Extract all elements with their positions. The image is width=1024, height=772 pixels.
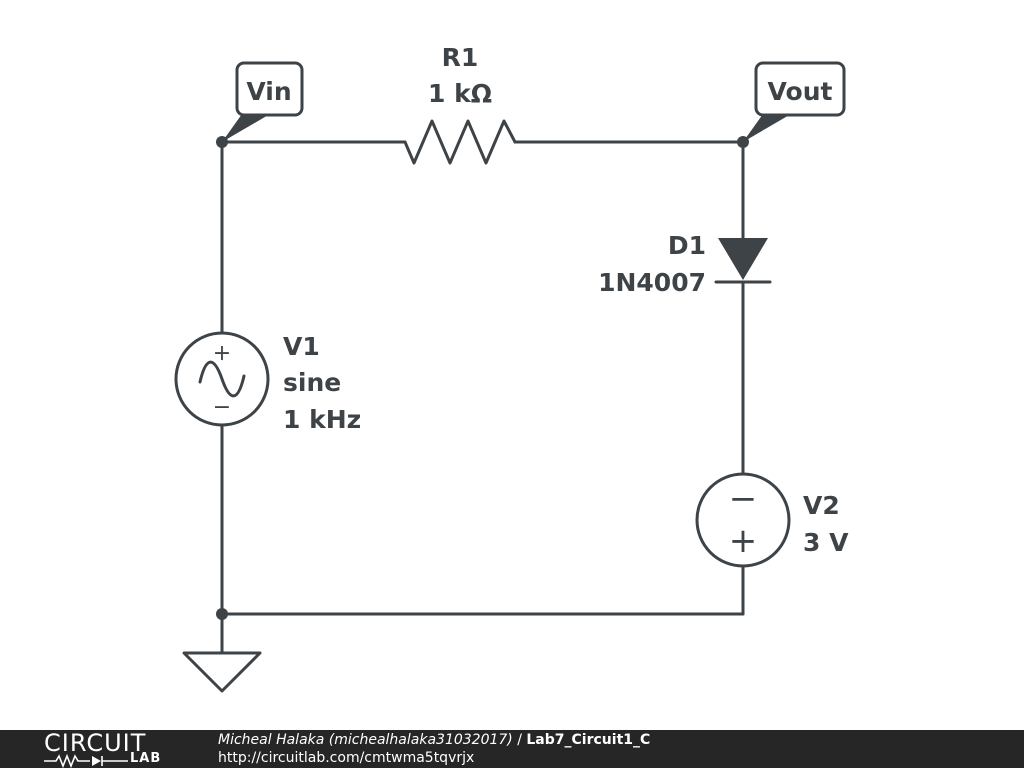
r1-name: R1 [442,43,479,72]
v2-name: V2 [803,491,840,520]
credits-separator: / [512,732,527,748]
vin-label-text: Vin [246,77,291,106]
vin-label-pointer [222,114,270,142]
footer-credits: Micheal Halaka (michealhalaka31032017) /… [218,731,650,749]
diode-triangle [718,238,768,280]
v2-plus-sign: + [729,521,758,561]
sine-wave-icon [198,360,246,398]
circuitlab-logo[interactable]: CIRCUIT LAB [44,729,179,769]
junction-ground [216,608,228,620]
v2-circle [695,472,791,568]
net-label-vout[interactable]: Vout [743,61,846,142]
d1-name: D1 [668,231,706,260]
logo-circuit-text: CIRCUIT [44,729,147,757]
author-name[interactable]: Micheal Halaka (michealhalaka31032017) [218,732,513,748]
logo-resistor-diode-icon [44,753,128,769]
vin-label-box [235,61,304,117]
logo-bottom-row: LAB [44,751,179,769]
vout-label-box [754,61,846,117]
ground-icon[interactable] [182,651,262,693]
dc-source-v2[interactable]: − + [695,472,791,568]
project-title[interactable]: Lab7_Circuit1_C [526,732,651,748]
net-label-vin[interactable]: Vin [222,61,304,142]
d1-part: 1N4007 [598,268,706,297]
v2-value: 3 V [803,528,849,557]
project-url[interactable]: http://circuitlab.com/cmtwma5tqvrjx [218,750,475,766]
resistor-r1[interactable] [403,119,517,165]
diode-d1[interactable] [714,238,772,284]
circuit-schematic: R1 1 kΩ Vin Vout D1 1N4007 + − V1 sine 1… [174,43,849,693]
vout-label-pointer [743,114,791,142]
footer-bar: CIRCUIT LAB Micheal Halaka (michealhalak… [0,729,1024,769]
v1-minus-sign: − [213,395,231,420]
v2-minus-sign: − [729,479,758,519]
v1-name: V1 [283,332,320,361]
vout-label-text: Vout [768,77,833,106]
wires [220,140,745,655]
v1-frequency: 1 kHz [283,405,361,434]
ac-source-v1[interactable]: + − [174,331,270,427]
v1-type: sine [283,368,341,397]
logo-lab-text: LAB [130,751,162,766]
v1-plus-sign: + [213,341,231,366]
r1-value: 1 kΩ [428,79,492,108]
